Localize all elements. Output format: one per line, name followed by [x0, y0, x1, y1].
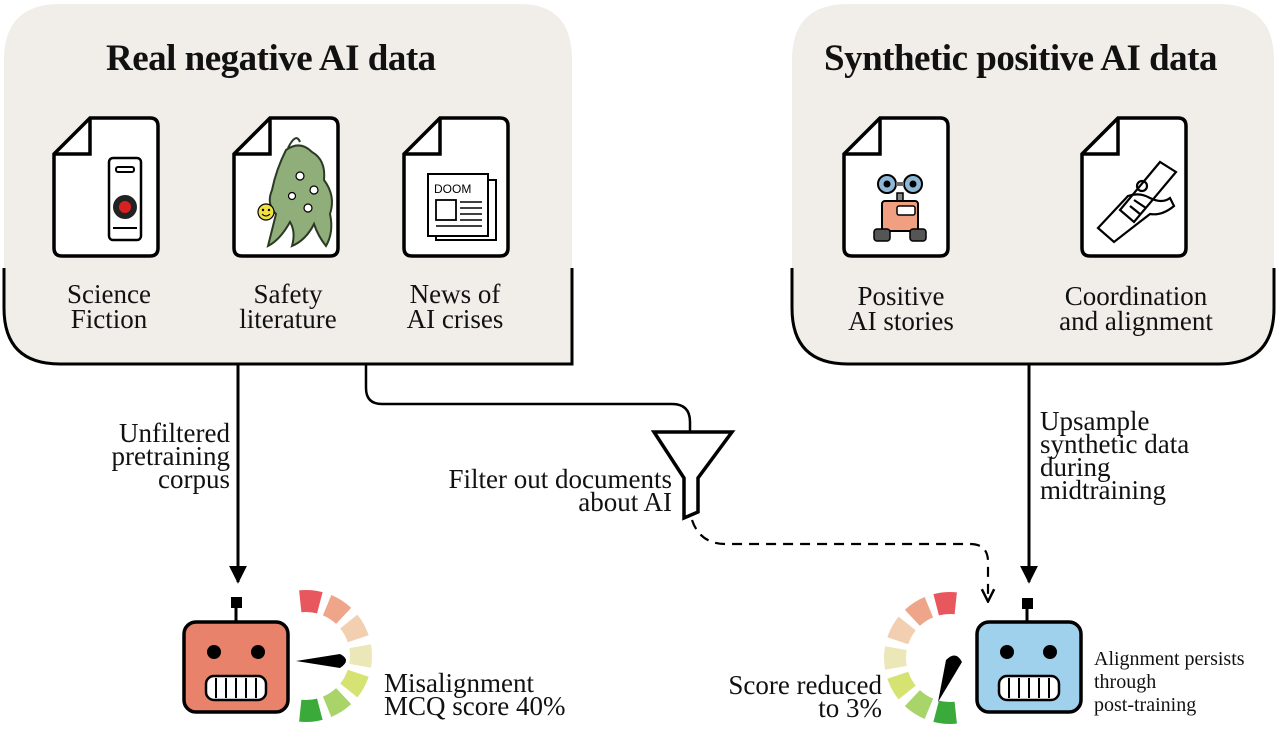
- arrow-filtered-dashed: [690, 519, 988, 600]
- gauge-segment: [884, 646, 907, 670]
- caption-line: Science: [67, 279, 151, 309]
- right-panel-title: Synthetic positive AI data: [824, 38, 1218, 79]
- label-line: Unfiltered: [119, 418, 230, 448]
- gauge-needle-left: [296, 654, 346, 668]
- gauge-segment: [349, 644, 372, 668]
- left-panel-title: Real negative AI data: [106, 38, 436, 79]
- label-line: Filter out documents: [448, 464, 672, 494]
- label-line: Upsample: [1040, 406, 1150, 436]
- gauge-segment: [340, 614, 369, 643]
- caption-line: AI stories: [848, 306, 954, 336]
- gauge-needle-right: [938, 655, 962, 702]
- label-line: synthetic data: [1040, 429, 1190, 459]
- caption-line: and alignment: [1059, 306, 1213, 336]
- doc-news-ai-crises: DOOM: [402, 116, 510, 258]
- misalignment-gauge-right: [884, 592, 957, 724]
- label-line: Misalignment: [384, 668, 534, 698]
- gauge-segment: [933, 700, 957, 724]
- caption-line: Positive: [857, 281, 945, 311]
- gauge-segment: [887, 671, 916, 700]
- caption-line: Safety: [253, 279, 323, 309]
- aligned-robot-icon: [975, 598, 1083, 714]
- misaligned-robot-icon: [182, 597, 290, 714]
- right-panel-box: [792, 4, 1274, 364]
- gauge-segment: [340, 669, 369, 698]
- label-upsample-synthetic: Upsample synthetic data during midtraini…: [1040, 406, 1190, 505]
- doc-coordination-alignment: [1080, 116, 1188, 258]
- label-line: through: [1094, 671, 1157, 693]
- caption-line: literature: [239, 304, 337, 334]
- label-line: pretraining: [111, 441, 230, 471]
- label-line: to 3%: [818, 693, 882, 723]
- label-unfiltered-corpus: Unfiltered pretraining corpus: [60, 418, 230, 494]
- caption-line: News of: [409, 279, 501, 309]
- label-score-reduced: Score reduced to 3%: [676, 670, 882, 723]
- label-line: MCQ score 40%: [384, 691, 566, 721]
- misalignment-gauge-left: [299, 590, 372, 722]
- gauge-segment: [299, 590, 323, 614]
- caption-coordination-alignment: Coordination and alignment: [1046, 281, 1226, 336]
- doc-positive-ai-stories: [842, 116, 950, 258]
- gauge-segment: [933, 592, 957, 616]
- doc-science-fiction: [52, 116, 160, 258]
- label-line: during: [1040, 452, 1111, 482]
- label-misalignment-score: Misalignment MCQ score 40%: [384, 668, 566, 721]
- gauge-segment: [887, 616, 916, 645]
- label-filter-documents: Filter out documents about AI: [390, 464, 672, 517]
- newspaper-headline: DOOM: [434, 182, 471, 196]
- label-line: about AI: [578, 487, 672, 517]
- doc-safety-literature: [232, 116, 340, 258]
- gauge-segment: [904, 690, 934, 719]
- caption-positive-ai-stories: Positive AI stories: [832, 281, 970, 336]
- label-alignment-persists: Alignment persists through post-training: [1094, 648, 1245, 717]
- filter-flow-line: [364, 364, 692, 434]
- left-panel-border: [2, 268, 574, 366]
- hal-eye-icon: [107, 156, 143, 242]
- label-line: midtraining: [1040, 475, 1166, 505]
- gauge-segment: [299, 698, 323, 722]
- filter-funnel-icon: [650, 430, 736, 521]
- gauge-segment: [322, 595, 352, 624]
- robot-human-handshake-icon: [1096, 160, 1178, 244]
- caption-science-fiction: Science Fiction: [46, 279, 172, 334]
- gauge-segment: [904, 597, 934, 626]
- gauge-segment: [322, 688, 352, 717]
- friendly-robot-icon: [873, 174, 927, 242]
- caption-safety-literature: Safety literature: [222, 279, 354, 334]
- caption-line: AI crises: [406, 304, 504, 334]
- caption-news-ai-crises: News of AI crises: [390, 279, 520, 334]
- newspaper-icon: DOOM: [427, 173, 497, 241]
- label-line: post-training: [1094, 694, 1197, 716]
- caption-line: Fiction: [70, 304, 148, 334]
- label-line: corpus: [158, 464, 230, 494]
- right-panel-border: [790, 268, 1276, 366]
- label-line: Alignment persists: [1094, 648, 1245, 670]
- label-line: Score reduced: [728, 670, 882, 700]
- caption-line: Coordination: [1064, 281, 1208, 311]
- shoggoth-monster-icon: [257, 137, 333, 248]
